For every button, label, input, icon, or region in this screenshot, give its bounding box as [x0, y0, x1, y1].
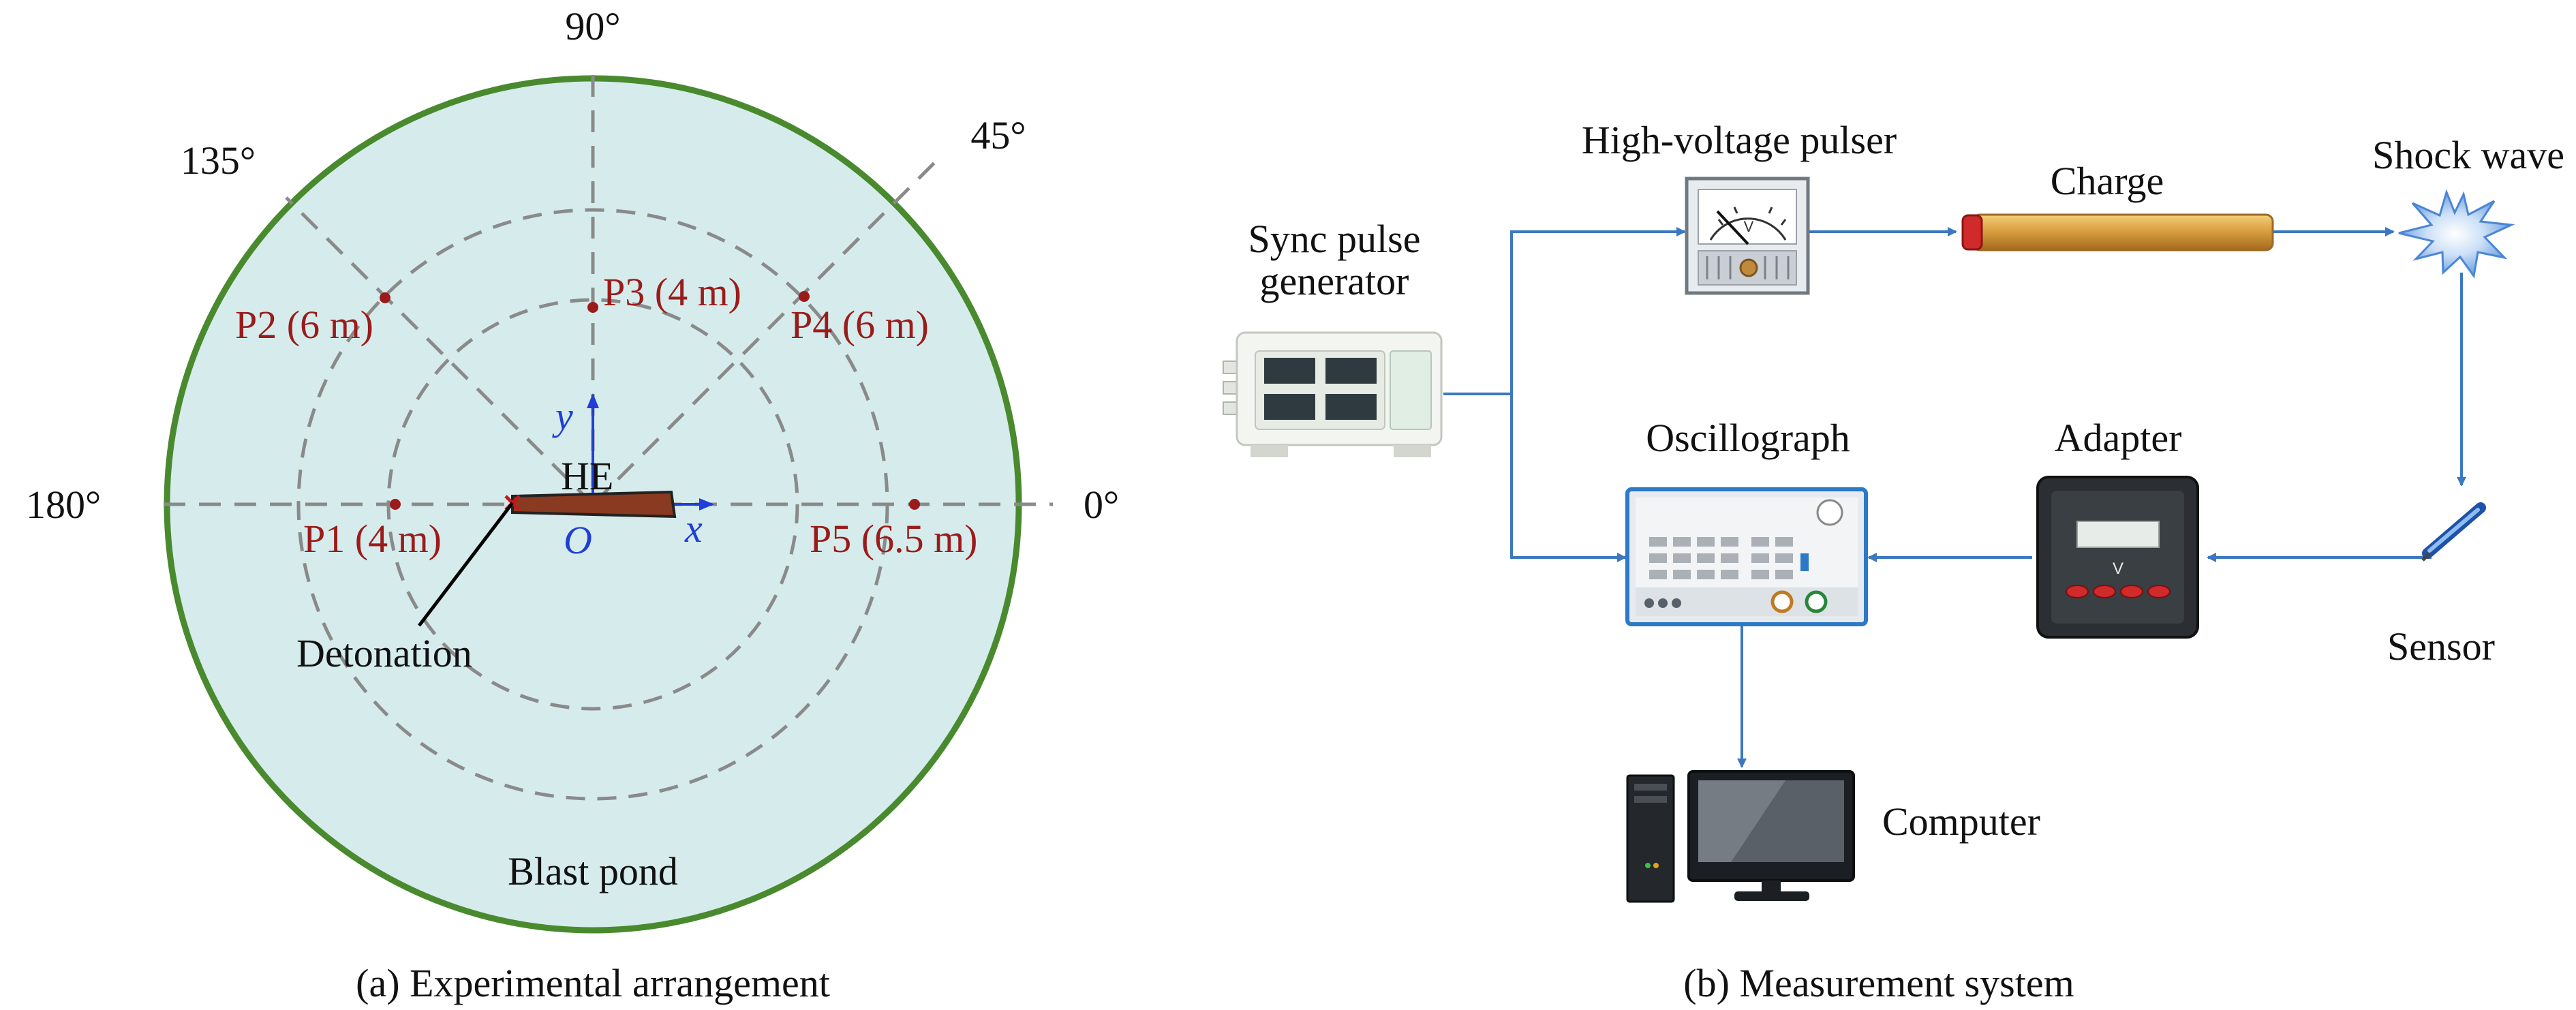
svg-text:V: V: [2113, 560, 2123, 578]
angle-label-135: 135°: [181, 138, 256, 183]
point-p1-marker: [390, 499, 401, 510]
charge-cylinder: [1961, 213, 2274, 251]
high-voltage-pulser: V: [1685, 177, 1810, 295]
point-p3-marker: [587, 302, 598, 313]
sync-label-line2: generator: [1260, 259, 1409, 303]
sync-pulse-generator: [1223, 331, 1443, 457]
angle-label-0: 0°: [1084, 483, 1119, 527]
angle-label-45: 45°: [970, 113, 1026, 157]
shock-wave-label: Shock wave: [2372, 133, 2564, 177]
sensor-label: Sensor: [2387, 624, 2495, 669]
panel-b: Sync pulse generator V: [1223, 118, 2564, 1005]
charge-label: Charge: [2051, 159, 2164, 203]
detonation-leader: [418, 502, 514, 627]
sync-label-line1: Sync pulse: [1248, 217, 1421, 261]
sensor: [2421, 502, 2486, 562]
he-label: HE: [561, 454, 613, 498]
adapter-label: Adapter: [2055, 416, 2182, 460]
caption-b: (b) Measurement system: [1683, 961, 2074, 1005]
point-p1-label: P1 (4 m): [303, 517, 442, 561]
link-sync-to-oscillograph: [1510, 394, 1627, 562]
oscillograph-device: [1625, 487, 1868, 626]
detonation-label: Detonation: [296, 631, 472, 675]
angle-label-180: 180°: [26, 483, 101, 527]
shock-wave-burst: [2398, 189, 2515, 279]
point-p2-label: P2 (6 m): [235, 303, 373, 347]
svg-text:V: V: [1744, 218, 1754, 235]
measurement-points: [380, 291, 920, 510]
panel-a: 90° 45° 135° 180° 0° P1 (4 m) P2 (6 m) P…: [26, 4, 1119, 1005]
he-charge: [511, 490, 677, 519]
axis-x-label: x: [684, 506, 703, 551]
origin-label: O: [564, 518, 592, 562]
point-p5-label: P5 (6.5 m): [810, 517, 978, 561]
point-p4-marker: [799, 291, 810, 302]
point-p4-label: P4 (6 m): [791, 303, 929, 347]
pond-label: Blast pond: [508, 849, 678, 893]
computer-label: Computer: [1882, 799, 2040, 844]
point-p3-label: P3 (4 m): [603, 270, 741, 314]
computer-device: [1626, 770, 1855, 903]
angle-label-90: 90°: [565, 4, 620, 48]
point-p2-marker: [380, 292, 390, 303]
caption-a: (a) Experimental arrangement: [356, 961, 830, 1005]
axis-y-label: y: [552, 394, 573, 438]
link-sync-to-pulser: [1510, 227, 1686, 394]
point-p5-marker: [909, 499, 920, 510]
pulser-label: High-voltage pulser: [1582, 118, 1897, 162]
adapter-device: V: [2036, 476, 2199, 639]
connection-lines: [1443, 227, 2466, 768]
oscillograph-label: Oscillograph: [1646, 416, 1850, 460]
